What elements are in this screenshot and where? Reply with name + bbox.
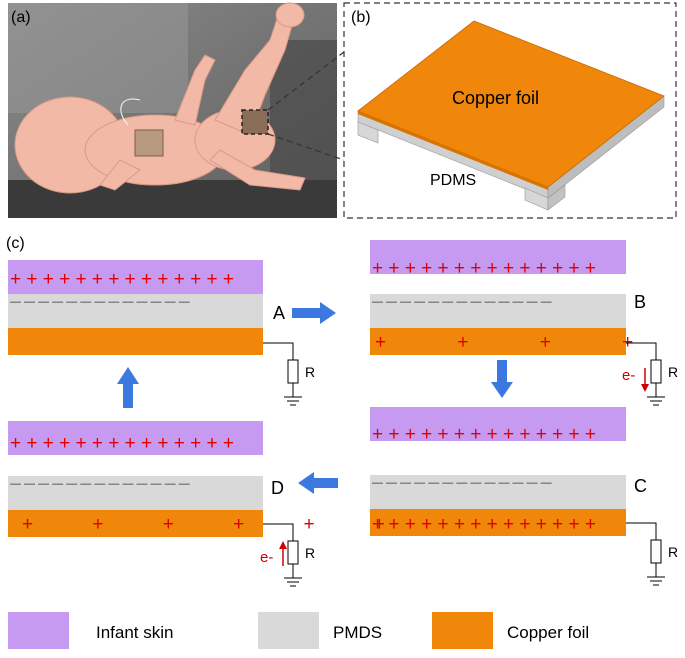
circuit	[626, 523, 665, 585]
pdms-charges: — — — — — — — — — — — — —	[10, 478, 190, 490]
arrow-c-to-d	[298, 472, 338, 494]
state-label: D	[271, 478, 284, 498]
legend-label-skin: Infant skin	[96, 623, 174, 642]
arrow-d-to-a	[117, 367, 139, 408]
arrow-b-to-c	[491, 360, 513, 398]
resistor-label: R	[305, 545, 315, 561]
electron-label: e-	[260, 549, 273, 566]
sensor-patch-leg	[242, 110, 268, 134]
panel-a-photo: (a)	[8, 3, 337, 218]
sensor-patch-chest	[135, 130, 163, 156]
electron-label: e-	[622, 367, 635, 384]
legend-swatch-copper	[432, 612, 493, 649]
panel-b-schematic: Copper foil PDMS (b)	[344, 3, 676, 218]
panel-a-label: (a)	[11, 9, 31, 26]
pdms-text: PDMS	[430, 172, 476, 189]
state-c: + + + + + + + + + + + + + + — — — — — — …	[370, 407, 678, 585]
legend-swatch-skin	[8, 612, 69, 649]
electron-arrow-up	[279, 541, 287, 566]
state-a: + + + + + + + + + + + + + + — — — — — — …	[8, 260, 315, 405]
state-label: B	[634, 292, 646, 312]
resistor-label: R	[668, 544, 678, 560]
state-label: A	[273, 303, 285, 323]
copper-charges: + + + + + +	[22, 514, 412, 535]
skin-charges: + + + + + + + + + + + + + +	[372, 258, 596, 279]
copper-layer	[8, 328, 263, 355]
resistor-label: R	[305, 364, 315, 380]
state-label: C	[634, 476, 647, 496]
legend-label-pdms: PMDS	[333, 623, 382, 642]
pdms-charges: — — — — — — — — — — — — —	[10, 296, 190, 308]
legend-swatch-pdms	[258, 612, 319, 649]
pdms-charges: — — — — — — — — — — — — —	[372, 296, 552, 308]
electron-arrow-down	[641, 368, 649, 392]
resistor-label: R	[668, 364, 678, 380]
skin-charges: + + + + + + + + + + + + + +	[10, 269, 234, 290]
state-b: + + + + + + + + + + + + + + — — — — — — …	[370, 240, 685, 405]
pdms-charges: — — — — — — — — — — — — —	[372, 477, 552, 489]
legend-label-copper: Copper foil	[507, 623, 589, 642]
skin-charges: + + + + + + + + + + + + + +	[372, 424, 596, 445]
panel-c-label: (c)	[6, 235, 25, 252]
panel-b-label: (b)	[351, 9, 371, 26]
copper-foil-text: Copper foil	[452, 88, 539, 108]
circuit	[263, 343, 302, 405]
legend: Infant skin PMDS Copper foil	[8, 612, 589, 649]
skin-charges: + + + + + + + + + + + + + +	[10, 433, 234, 454]
state-d: + + + + + + + + + + + + + + — — — — — — …	[8, 421, 412, 586]
arrow-a-to-b	[292, 302, 336, 324]
